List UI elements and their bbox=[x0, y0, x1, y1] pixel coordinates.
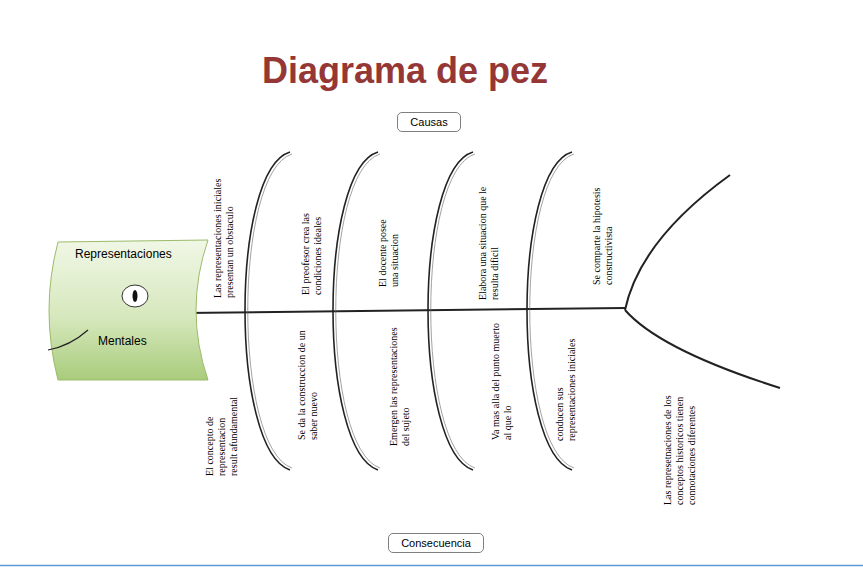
rib-arc-shadow bbox=[248, 154, 292, 468]
rib-arc-shadow bbox=[431, 154, 475, 468]
consequence-box: Consecuencia bbox=[388, 533, 484, 553]
head-label: Mentales bbox=[98, 334, 147, 348]
tail-fin bbox=[625, 175, 730, 310]
cause-label: Las represetnaciones de los conceptos hi… bbox=[662, 365, 698, 505]
cause-label: El concepto de representacion result afu… bbox=[204, 394, 240, 476]
page-rule bbox=[0, 565, 863, 567]
rib-arc bbox=[333, 152, 378, 470]
box-label: Consecuencia bbox=[401, 537, 471, 549]
cause-label: Elabora una situacion que le resulta dif… bbox=[477, 180, 501, 300]
rib-arc bbox=[245, 152, 290, 470]
box-label: Causas bbox=[410, 116, 447, 128]
cause-label: Emergen las representaciones del sujeto bbox=[388, 318, 412, 446]
cause-label: Se comparte la hipotesis constructivista bbox=[591, 155, 615, 285]
spine-line bbox=[185, 308, 625, 313]
head-label: Representaciones bbox=[75, 247, 172, 261]
fish-pupil bbox=[133, 290, 138, 302]
rib-arc-shadow bbox=[336, 154, 380, 468]
fish-eye bbox=[122, 285, 148, 307]
rib-arc bbox=[428, 152, 473, 470]
cause-label: conducen sus representaciones iniciales bbox=[554, 319, 578, 441]
tail-fin bbox=[625, 310, 780, 388]
rib-arc bbox=[527, 152, 572, 470]
cause-label: El preofesor crea las condiciones ideale… bbox=[300, 195, 324, 295]
cause-label: Va mas alla del punto muerto al que lo bbox=[490, 320, 514, 440]
fish-mouth bbox=[48, 330, 88, 350]
fish-head: RepresentacionesMentales bbox=[38, 238, 212, 384]
rib-arcs bbox=[245, 152, 572, 470]
causes-box: Causas bbox=[397, 112, 460, 132]
head-outline bbox=[49, 240, 208, 380]
cause-label: Se da la construccion de un saber nuevo bbox=[296, 320, 320, 440]
diagram-title: Diagrama de pez bbox=[262, 50, 548, 92]
cause-label: El docente posee una situacion bbox=[377, 203, 401, 287]
rib-arc-shadows bbox=[248, 154, 574, 468]
cause-label: Las representaciones iniciales presentan… bbox=[212, 158, 236, 298]
